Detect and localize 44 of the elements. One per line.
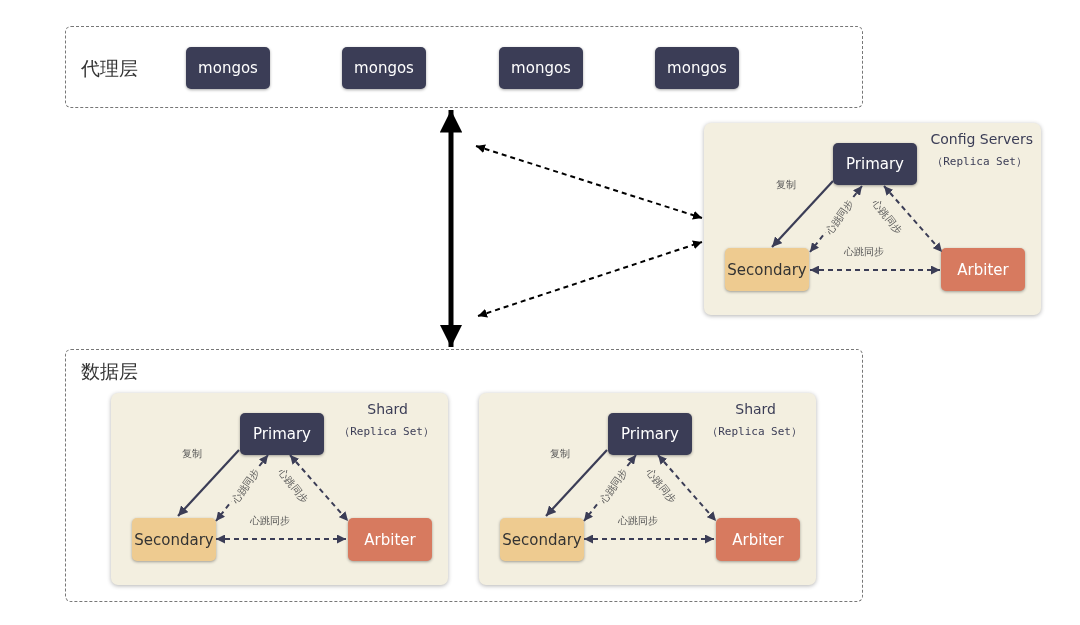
edge-label: 复制	[775, 179, 797, 191]
arrow	[545, 449, 608, 517]
layer-title: 数据层	[81, 360, 138, 382]
arrow	[657, 454, 717, 522]
edge-label: 复制	[549, 448, 571, 460]
router-box: mongos	[655, 47, 739, 89]
arrow	[289, 454, 349, 522]
panel-subtitle: （Replica Set）	[339, 424, 434, 439]
panel-title: Config Servers	[930, 131, 1033, 147]
arbiter-box: Arbiter	[941, 248, 1025, 291]
panel-title: Shard	[735, 401, 776, 417]
edge-label: 心跳同步	[249, 515, 291, 527]
replica-set-panel	[111, 393, 448, 585]
panel-title: Shard	[367, 401, 408, 417]
secondary-box: Secondary	[725, 248, 809, 291]
primary-box: Primary	[240, 413, 324, 455]
router-box: mongos	[499, 47, 583, 89]
secondary-box: Secondary	[132, 518, 216, 561]
arrow	[475, 144, 703, 220]
arbiter-box: Arbiter	[348, 518, 432, 561]
arrow	[809, 265, 941, 275]
replica-set-panel	[479, 393, 816, 585]
router-box: mongos	[342, 47, 426, 89]
layer-box	[65, 349, 863, 602]
panel-subtitle: （Replica Set）	[932, 154, 1027, 169]
secondary-box: Secondary	[500, 518, 584, 561]
layer-title: 代理层	[81, 57, 138, 79]
edge-label: 心跳同步	[843, 246, 885, 258]
arrow	[883, 185, 943, 253]
arrow	[477, 240, 703, 318]
primary-box: Primary	[608, 413, 692, 455]
layer-box	[65, 26, 863, 108]
arrow	[177, 449, 240, 517]
edge-label: 心跳同步	[617, 515, 659, 527]
arrow	[583, 534, 715, 544]
router-box: mongos	[186, 47, 270, 89]
arrow	[439, 110, 463, 347]
arrow	[215, 534, 347, 544]
arbiter-box: Arbiter	[716, 518, 800, 561]
panel-subtitle: （Replica Set）	[707, 424, 802, 439]
primary-box: Primary	[833, 143, 917, 185]
replica-set-panel	[704, 123, 1041, 315]
edge-label: 复制	[181, 448, 203, 460]
arrow	[771, 180, 834, 248]
